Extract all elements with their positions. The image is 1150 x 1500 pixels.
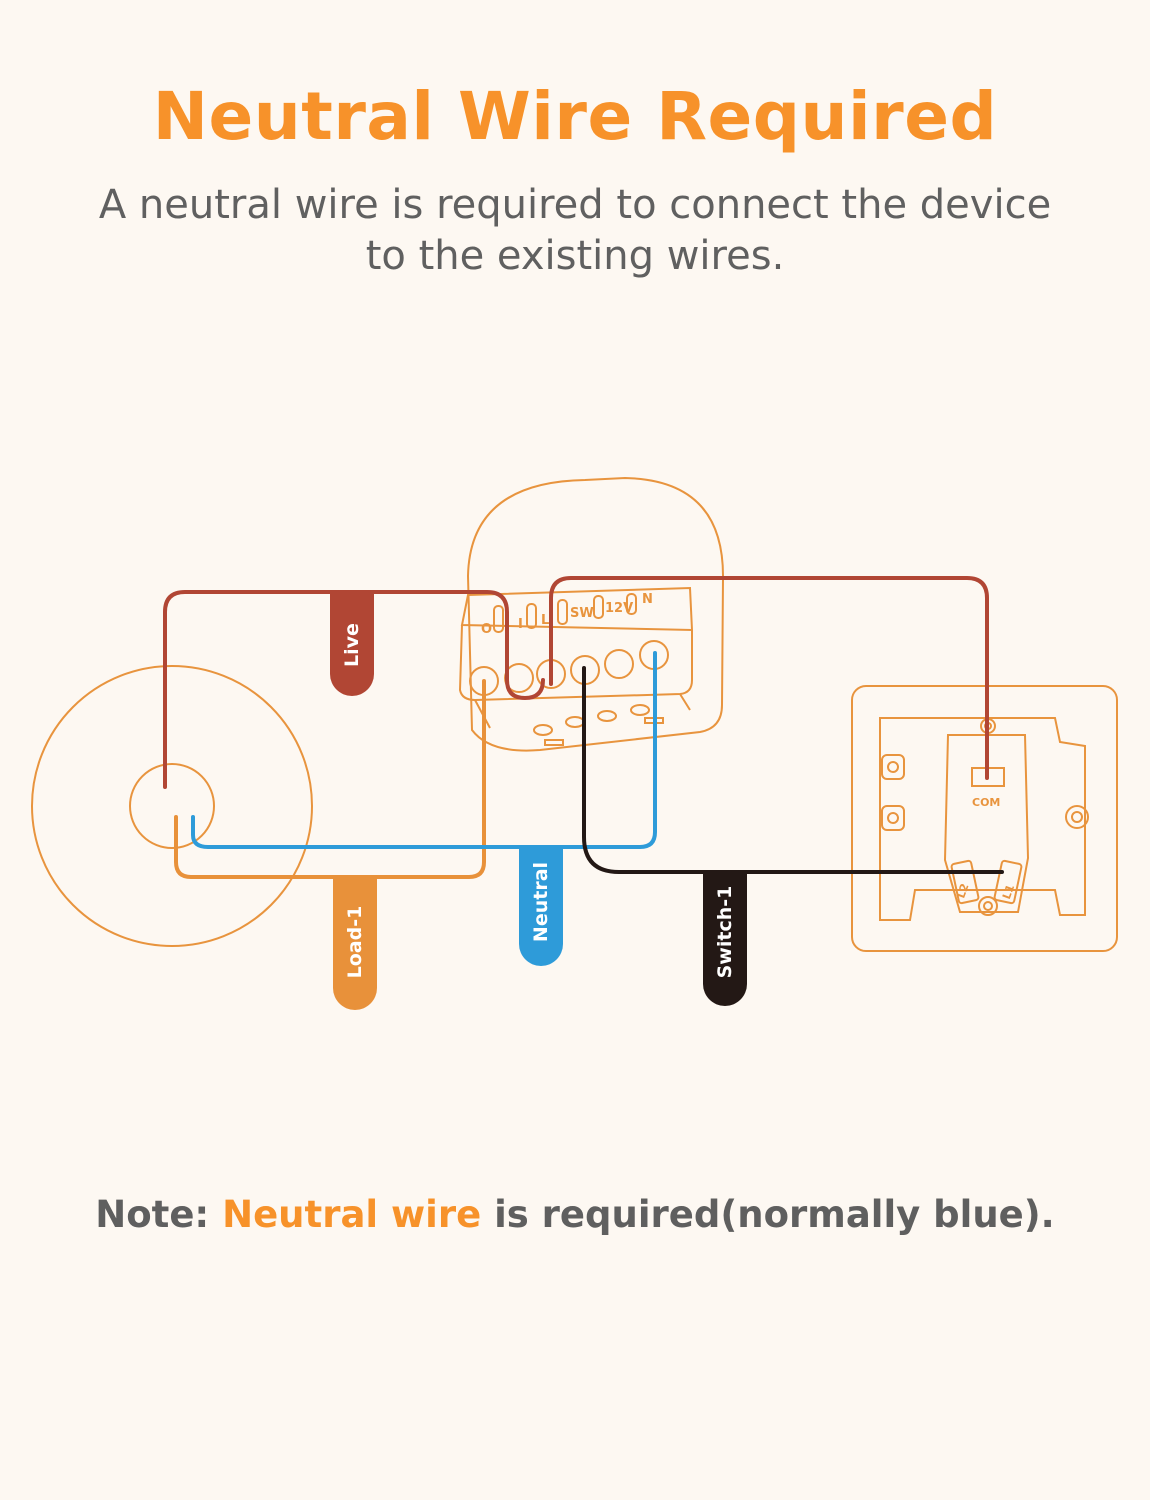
tag-live: Live bbox=[330, 592, 374, 696]
note-highlight: Neutral wire bbox=[222, 1193, 482, 1236]
load-wire bbox=[174, 679, 486, 879]
neutral-wire bbox=[191, 651, 657, 849]
terminal-label-i: I bbox=[518, 617, 523, 632]
wires bbox=[163, 576, 1004, 879]
terminal-label-l: L bbox=[541, 613, 549, 628]
terminal-label-n: N bbox=[642, 592, 653, 607]
ceiling-light bbox=[31, 665, 313, 947]
l2-label: L2 bbox=[954, 882, 971, 900]
page-title: Neutral Wire Required bbox=[152, 78, 998, 155]
terminal-label-sw: SW bbox=[570, 606, 594, 621]
tag-neutral-label: Neutral bbox=[530, 862, 552, 942]
switch-wire bbox=[582, 666, 1004, 874]
tag-load: Load-1 bbox=[333, 877, 377, 1010]
tag-switch: Switch-1 bbox=[703, 872, 747, 1006]
note-suffix: is required(normally blue). bbox=[494, 1193, 1055, 1236]
tag-live-label: Live bbox=[341, 623, 363, 667]
terminal-label-o: O bbox=[481, 622, 492, 637]
live-wire-light bbox=[163, 590, 545, 789]
tag-load-label: Load-1 bbox=[344, 906, 366, 979]
terminal-labels: O I L SW 12V N bbox=[481, 592, 653, 637]
page-subtitle: A neutral wire is required to connect th… bbox=[98, 182, 1052, 279]
l1-label: L1 bbox=[1000, 883, 1017, 901]
live-wire-switch bbox=[549, 576, 989, 780]
terminal-label-12v: 12V bbox=[605, 601, 633, 616]
note: Note: Neutral wire is required(normally … bbox=[0, 1193, 1150, 1236]
tag-switch-label: Switch-1 bbox=[714, 886, 736, 979]
wall-switch bbox=[851, 685, 1118, 952]
tag-neutral: Neutral bbox=[519, 847, 563, 966]
note-prefix: Note: bbox=[95, 1193, 210, 1236]
com-label: COM bbox=[972, 796, 1000, 809]
